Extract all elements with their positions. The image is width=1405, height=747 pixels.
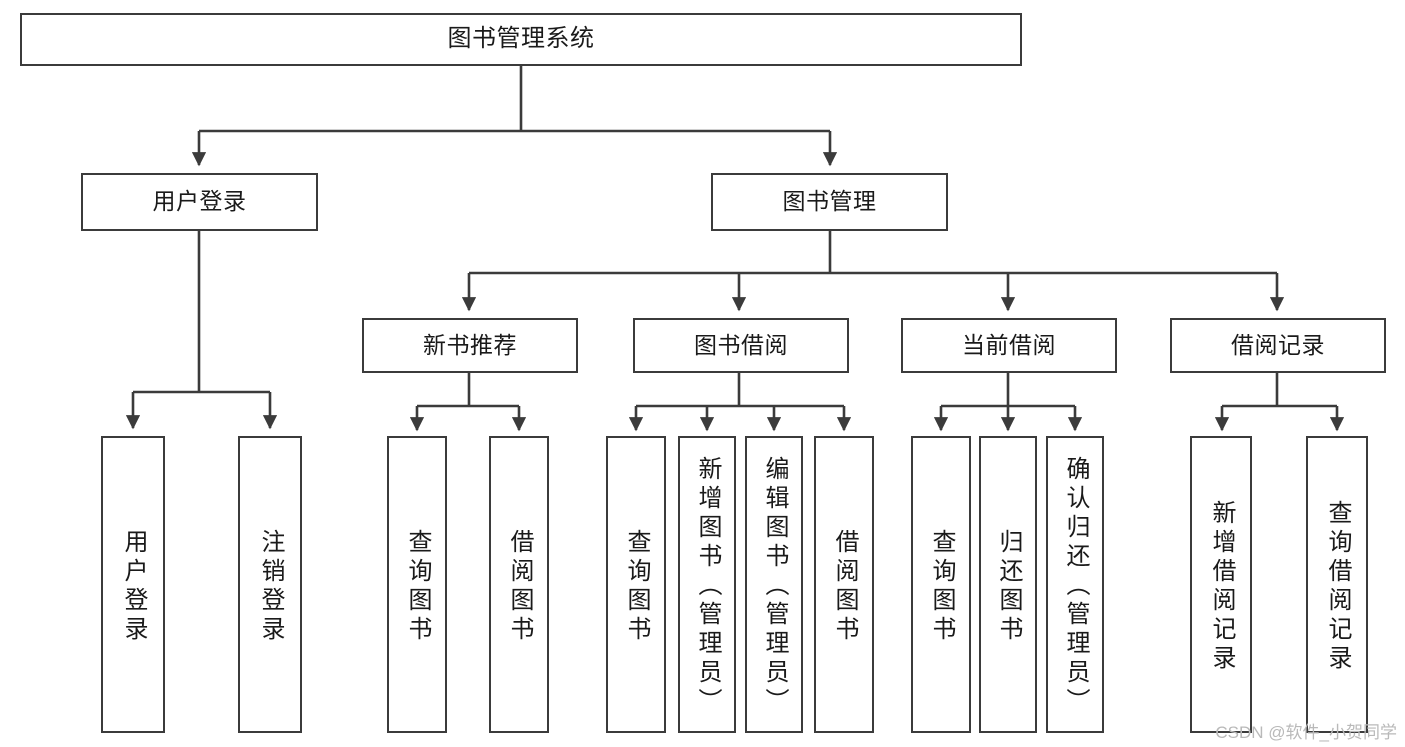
node-user-login-label: 用户登录 — [152, 188, 247, 215]
node-leaf-return-book[interactable]: 归还图书 — [979, 436, 1037, 733]
node-leaf-query-book-3-label: 查询图书 — [928, 528, 955, 645]
node-leaf-query-book-2[interactable]: 查询图书 — [606, 436, 666, 733]
node-leaf-query-book-1-label: 查询图书 — [404, 528, 431, 645]
node-leaf-borrow-book-1-label: 借阅图书 — [506, 528, 533, 645]
node-leaf-query-book-2-label: 查询图书 — [623, 528, 650, 645]
node-borrow-record[interactable]: 借阅记录 — [1170, 318, 1386, 373]
node-leaf-query-book-1[interactable]: 查询图书 — [387, 436, 447, 733]
node-current-borrow-label: 当前借阅 — [962, 331, 1056, 358]
node-book-manage-label: 图书管理 — [782, 188, 877, 215]
node-leaf-add-book-admin[interactable]: 新增图书（管理员） — [678, 436, 736, 733]
node-leaf-add-borrow-record-label: 新增借阅记录 — [1208, 499, 1235, 674]
node-user-login[interactable]: 用户登录 — [81, 173, 318, 231]
node-leaf-edit-book-admin-label: 编辑图书（管理员） — [761, 456, 788, 717]
node-borrow-record-label: 借阅记录 — [1231, 331, 1325, 358]
node-leaf-query-borrow-record[interactable]: 查询借阅记录 — [1306, 436, 1368, 733]
node-book-borrow[interactable]: 图书借阅 — [633, 318, 849, 373]
node-current-borrow[interactable]: 当前借阅 — [901, 318, 1117, 373]
node-new-book-recommend-label: 新书推荐 — [423, 331, 517, 358]
node-leaf-add-borrow-record[interactable]: 新增借阅记录 — [1190, 436, 1252, 733]
node-leaf-confirm-return-admin[interactable]: 确认归还（管理员） — [1046, 436, 1104, 733]
node-book-borrow-label: 图书借阅 — [694, 331, 788, 358]
node-leaf-borrow-book-1[interactable]: 借阅图书 — [489, 436, 549, 733]
node-leaf-borrow-book-2-label: 借阅图书 — [831, 528, 858, 645]
node-leaf-query-borrow-record-label: 查询借阅记录 — [1324, 499, 1351, 674]
node-root-label: 图书管理系统 — [447, 25, 595, 53]
node-new-book-recommend[interactable]: 新书推荐 — [362, 318, 578, 373]
node-leaf-add-book-admin-label: 新增图书（管理员） — [694, 456, 721, 717]
node-book-manage[interactable]: 图书管理 — [711, 173, 948, 231]
node-leaf-user-login[interactable]: 用户登录 — [101, 436, 165, 733]
node-leaf-user-login-label: 用户登录 — [120, 528, 147, 645]
node-leaf-query-book-3[interactable]: 查询图书 — [911, 436, 971, 733]
node-root[interactable]: 图书管理系统 — [20, 13, 1022, 66]
node-leaf-user-logout[interactable]: 注销登录 — [238, 436, 302, 733]
node-leaf-borrow-book-2[interactable]: 借阅图书 — [814, 436, 874, 733]
node-leaf-user-logout-label: 注销登录 — [257, 528, 284, 645]
watermark: CSDN @软件_小贺同学 — [1215, 723, 1397, 742]
node-leaf-confirm-return-admin-label: 确认归还（管理员） — [1062, 456, 1089, 717]
node-leaf-edit-book-admin[interactable]: 编辑图书（管理员） — [745, 436, 803, 733]
node-leaf-return-book-label: 归还图书 — [995, 528, 1022, 645]
